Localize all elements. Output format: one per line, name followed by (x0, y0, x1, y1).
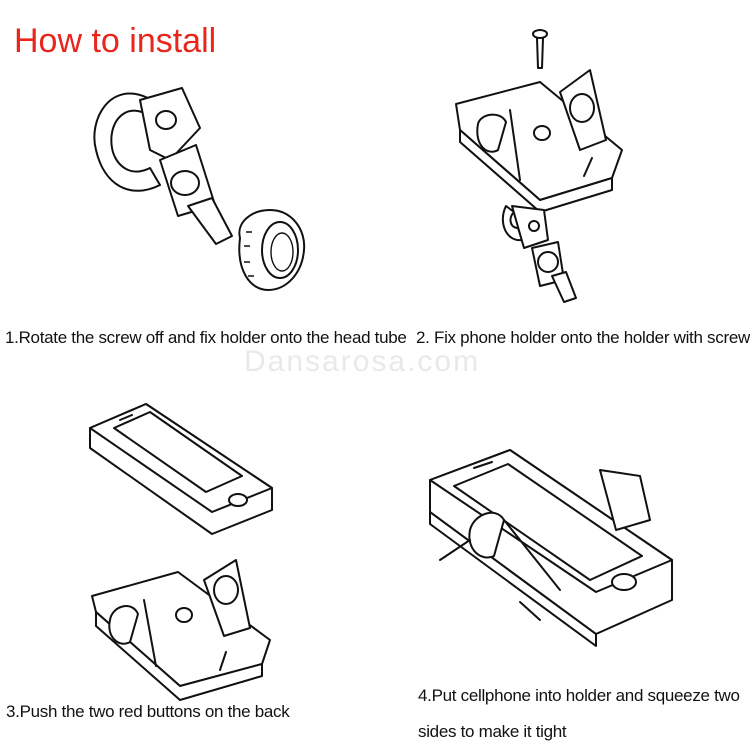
step-2-caption: 2. Fix phone holder onto the holder with… (416, 328, 750, 347)
step-4-caption-line1: 4.Put cellphone into holder and squeeze … (418, 686, 740, 705)
phone-in-holder-icon (430, 450, 672, 646)
smartphone-icon (90, 404, 272, 534)
phone-holder-icon (92, 560, 270, 700)
step-1-caption: 1.Rotate the screw off and fix holder on… (5, 328, 407, 347)
nut-icon (239, 210, 304, 290)
clamp-holder-icon (94, 88, 232, 244)
step-3-caption: 3.Push the two red buttons on the back (6, 702, 290, 721)
screw-icon (533, 30, 547, 68)
step-4-caption-line2: sides to make it tight (418, 722, 567, 741)
watermark: Dansarosa.com (244, 345, 481, 378)
phone-holder-icon (456, 70, 622, 212)
page-title: How to install (14, 22, 217, 60)
clamp-small-icon (503, 206, 576, 302)
